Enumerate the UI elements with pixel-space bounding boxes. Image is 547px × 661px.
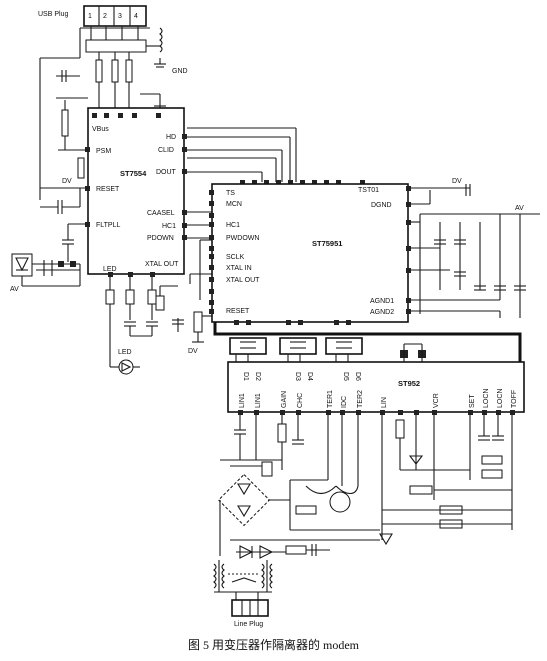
st7554-pin-xtal-out: XTAL OUT bbox=[145, 261, 179, 268]
st952-pin-locn-a: LOCN bbox=[483, 389, 490, 408]
st75951-pin-sclk: SCLK bbox=[226, 254, 245, 261]
usb-choke bbox=[159, 27, 163, 53]
st7554-pin-vbus: VBus bbox=[92, 126, 109, 133]
st952-pin-idc: IDC bbox=[341, 396, 348, 408]
st952-chip: ST952 D1 D2 D3 D4 D5 D6 LIN1 LIN1 GAIN C… bbox=[227, 361, 525, 415]
usb-pin-3: 3 bbox=[118, 13, 122, 20]
led-label: LED bbox=[118, 349, 132, 356]
st952-pin-ter2: TER2 bbox=[357, 390, 364, 408]
zener-icon bbox=[408, 455, 424, 465]
st75951-pin-xtal-in: XTAL IN bbox=[226, 265, 252, 272]
line-plug-label: Line Plug bbox=[234, 621, 263, 628]
resistor bbox=[61, 109, 69, 137]
st952-name: ST952 bbox=[398, 379, 420, 388]
resistor bbox=[193, 311, 203, 333]
transistor bbox=[261, 461, 273, 477]
st952-pin-gain: GAIN bbox=[281, 391, 288, 408]
st7554-pin-hc1: HC1 bbox=[162, 223, 176, 230]
st75951-chip: ST75951 TS MCN HC1 PWDOWN SCLK XTAL IN X… bbox=[172, 178, 540, 380]
resistor bbox=[409, 485, 433, 495]
st75951-pin-d2: D2 bbox=[254, 372, 261, 381]
st952-body bbox=[227, 361, 525, 413]
st952-pin-toff: TOFF bbox=[511, 390, 518, 408]
st75951-pin-mcn: MCN bbox=[226, 201, 242, 208]
resistor bbox=[125, 59, 133, 83]
st75951-pin-d3: D3 bbox=[294, 372, 301, 381]
resistor bbox=[77, 157, 85, 179]
resistor bbox=[147, 289, 157, 305]
st75951-pin-d6: D6 bbox=[354, 372, 361, 381]
st75951-pin-d5: D5 bbox=[342, 372, 349, 381]
st7554-pin-fltpll: FLTPLL bbox=[96, 222, 120, 229]
st7554-pin-hd: HD bbox=[166, 134, 176, 141]
st75951-pin-dgnd: DGND bbox=[371, 202, 392, 209]
crystal bbox=[125, 289, 135, 305]
isolation-transformer bbox=[213, 560, 273, 592]
st7554-pin-psm: PSM bbox=[96, 148, 111, 155]
usb-pin-1: 1 bbox=[88, 13, 92, 20]
st952-pin-locn-b: LOCN bbox=[497, 389, 504, 408]
data-bus bbox=[187, 127, 365, 284]
av-label-right: AV bbox=[515, 205, 524, 212]
st75951-name: ST75951 bbox=[312, 239, 342, 248]
st7554-pin-dout: DOUT bbox=[156, 169, 177, 176]
dv-label-right: DV bbox=[452, 178, 462, 185]
st7554-pin-caasel: CAASEL bbox=[147, 210, 175, 217]
st7554-pin-pdown: PDOWN bbox=[147, 235, 174, 242]
figure-caption: 图 5 用变压器作隔离器的 modem bbox=[188, 638, 359, 652]
st7554-body bbox=[87, 107, 185, 275]
dv-label-mid: DV bbox=[188, 348, 198, 355]
st952-pin-lin: LIN bbox=[381, 397, 388, 408]
st75951-pin-xtal-out: XTAL OUT bbox=[226, 277, 260, 284]
st952-pin-vcr: VCR bbox=[433, 393, 440, 408]
st952-pin-lin1-b: LIN1 bbox=[255, 393, 262, 408]
gnd-label: GND bbox=[172, 68, 188, 75]
st75951-pin-tst01: TST01 bbox=[358, 187, 379, 194]
diode-icon bbox=[239, 545, 254, 559]
usb-pin-4: 4 bbox=[134, 13, 138, 20]
usb-plug: USB Plug 1 2 3 4 GND bbox=[38, 5, 188, 200]
st952-pin-ter1: TER1 bbox=[327, 390, 334, 408]
diode-icon bbox=[15, 257, 29, 272]
st75951-pin-pwdown: PWDOWN bbox=[226, 235, 259, 242]
dv-label-left: DV bbox=[62, 178, 72, 185]
led-pin-label: LED bbox=[103, 266, 117, 273]
usb-filter bbox=[85, 39, 147, 53]
st75951-pin-d4: D4 bbox=[306, 372, 313, 381]
usb-plug-label: USB Plug bbox=[38, 11, 68, 18]
st75951-pin-agnd2: AGND2 bbox=[370, 309, 394, 316]
resistor bbox=[105, 289, 115, 305]
loop-wire bbox=[305, 485, 337, 495]
resistor bbox=[111, 59, 119, 83]
st75951-pin-d1: D1 bbox=[242, 372, 249, 381]
st75951-pin-agnd1: AGND1 bbox=[370, 298, 394, 305]
st7554-chip: ST7554 VBus PSM RESET FLTPLL HD CLID DOU… bbox=[10, 97, 187, 375]
decoupling-caps bbox=[229, 337, 426, 362]
st7554-pin-clid: CLID bbox=[158, 147, 174, 154]
line-interface: Line Plug bbox=[213, 415, 513, 628]
av-label-left: AV bbox=[10, 286, 19, 293]
st7554-name: ST7554 bbox=[120, 169, 147, 178]
resistor bbox=[285, 545, 307, 555]
st75951-pin-hc1: HC1 bbox=[226, 222, 240, 229]
st7554-pin-reset: RESET bbox=[96, 186, 120, 193]
resistor bbox=[481, 455, 503, 465]
st952-pin-set: SET bbox=[469, 394, 476, 408]
st75951-body bbox=[211, 183, 409, 323]
st75951-pin-reset: RESET bbox=[226, 308, 250, 315]
resistor bbox=[295, 505, 317, 515]
resistor bbox=[277, 423, 287, 443]
diode-bridge bbox=[217, 473, 271, 527]
st952-pin-chc: CHC bbox=[297, 393, 304, 408]
resistor bbox=[481, 469, 503, 479]
st75951-pin-ts: TS bbox=[226, 190, 235, 197]
optocoupler bbox=[329, 491, 351, 513]
diode-block bbox=[11, 253, 33, 277]
resistor bbox=[395, 419, 405, 439]
resistor bbox=[95, 59, 103, 83]
resistor bbox=[155, 295, 165, 311]
st952-pin-lin1-a: LIN1 bbox=[239, 393, 246, 408]
usb-pin-2: 2 bbox=[103, 13, 107, 20]
